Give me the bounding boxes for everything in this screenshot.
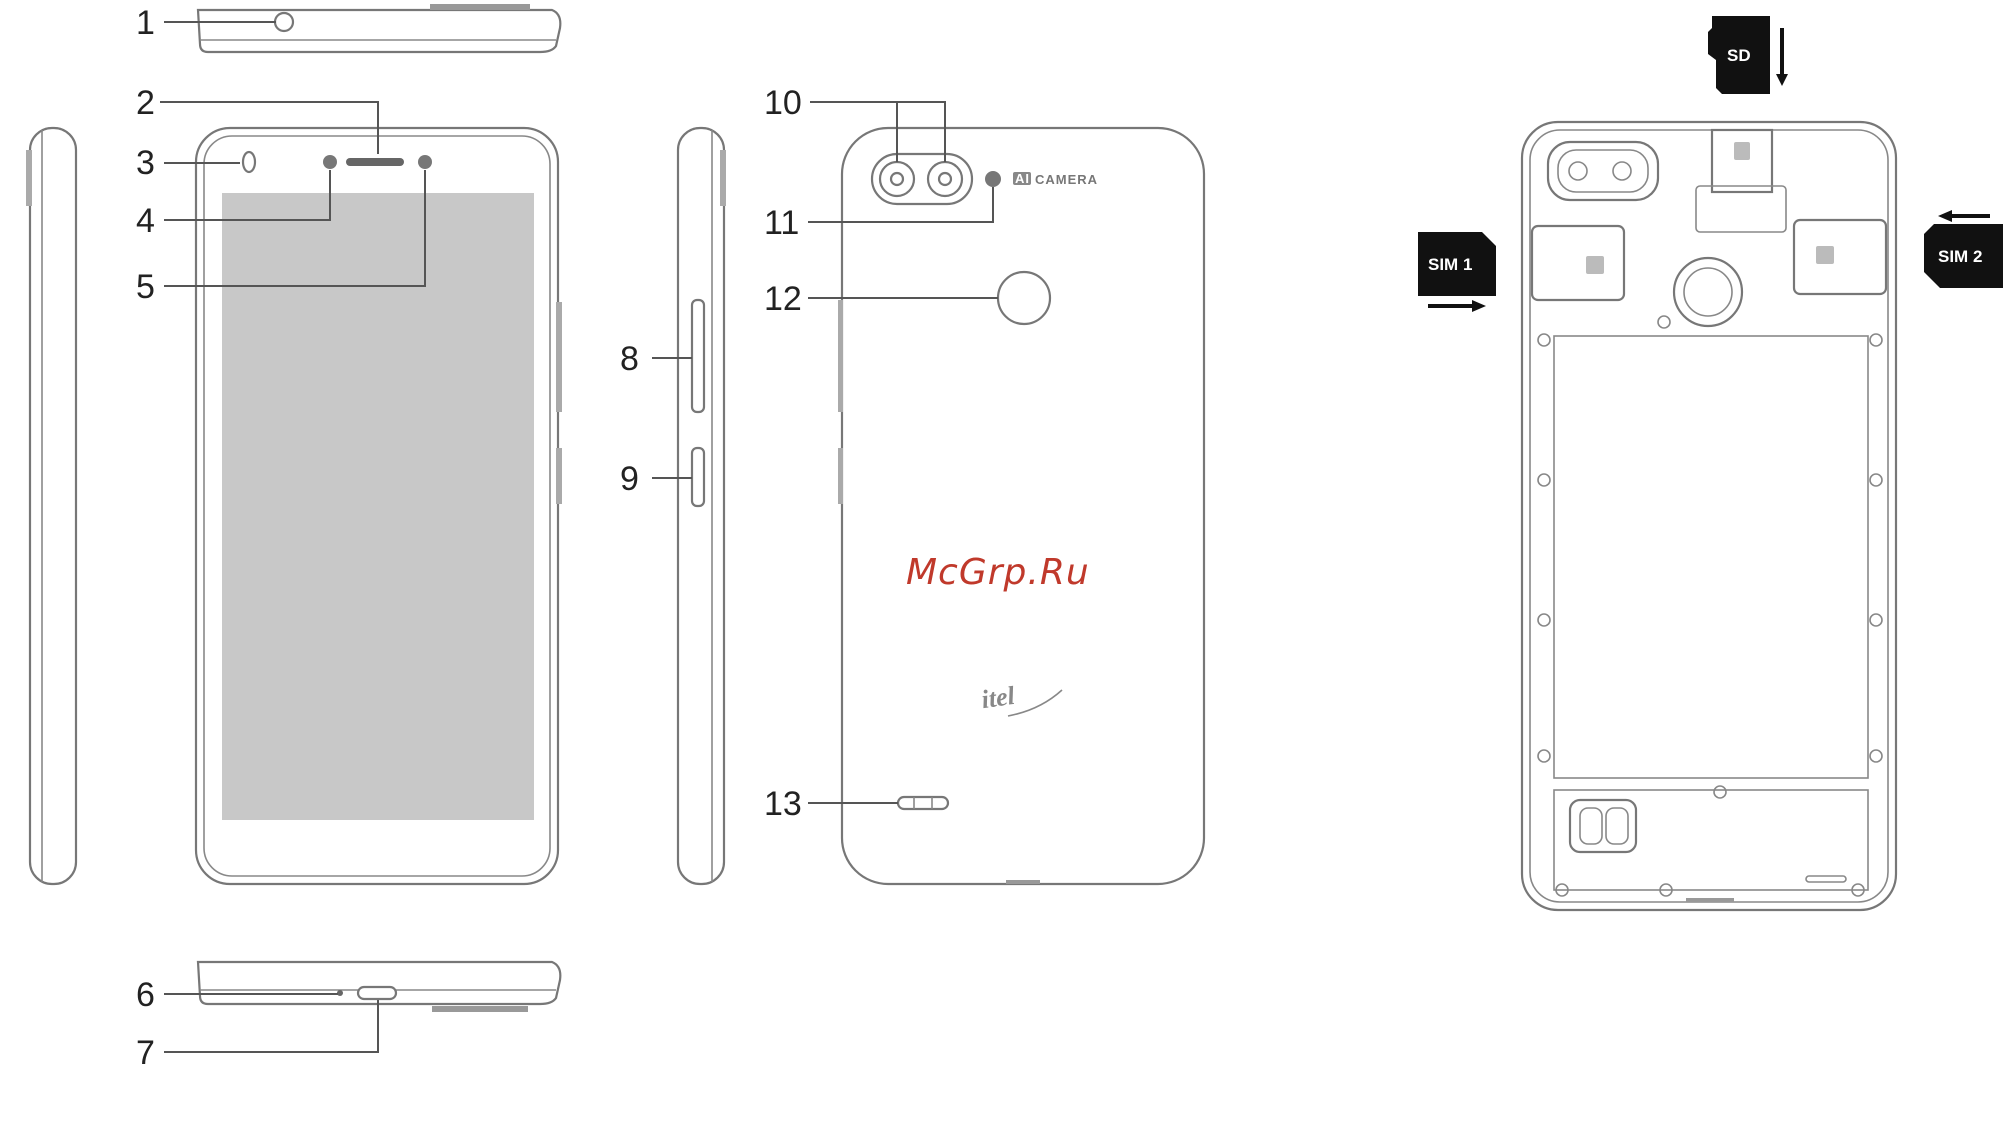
front-camera-icon xyxy=(418,155,432,169)
light-sensor-icon xyxy=(323,155,337,169)
sim1-arrow-icon xyxy=(1472,300,1486,312)
callout-13: 13 xyxy=(764,785,802,823)
callout-11: 11 xyxy=(764,204,799,242)
headphone-jack-icon xyxy=(275,13,293,31)
sd-card-label: SD xyxy=(1727,46,1751,65)
sd-card: SD xyxy=(1708,16,1788,94)
sd-slot xyxy=(1712,130,1772,192)
right-side-view xyxy=(678,128,726,884)
sim2-card: SIM 2 xyxy=(1924,210,2003,288)
top-edge-view xyxy=(198,4,560,52)
sim2-arrow-icon xyxy=(1938,210,1952,222)
callout-9: 9 xyxy=(620,460,639,498)
display-screen xyxy=(222,193,534,820)
internal-view xyxy=(1522,122,1896,910)
camera-label: CAMERA xyxy=(1035,172,1098,187)
callout-12: 12 xyxy=(764,280,802,318)
callout-5: 5 xyxy=(136,268,155,306)
brand-logo: itel xyxy=(980,681,1018,714)
usb-port-icon xyxy=(358,987,396,999)
front-view xyxy=(196,128,562,884)
fingerprint-sensor-icon xyxy=(998,272,1050,324)
speaker-icon xyxy=(898,797,948,809)
rear-flash-icon xyxy=(985,171,1001,187)
sim2-slot xyxy=(1794,220,1886,294)
callout-6: 6 xyxy=(136,976,155,1014)
left-side-view xyxy=(26,128,76,884)
back-view: AI CAMERA itel xyxy=(838,128,1204,884)
callout-10: 10 xyxy=(764,84,802,122)
sd-arrow-icon xyxy=(1776,74,1788,86)
watermark-text: McGrp.Ru xyxy=(906,552,1090,593)
power-key xyxy=(692,448,704,506)
power-edge xyxy=(556,448,562,504)
callout-3: 3 xyxy=(136,144,155,182)
bottom-edge-view xyxy=(198,962,560,1012)
earpiece-icon xyxy=(346,158,404,166)
sim1-slot xyxy=(1532,226,1624,300)
volume-key xyxy=(692,300,704,412)
sim1-card-label: SIM 1 xyxy=(1428,255,1472,274)
sim1-card: SIM 1 xyxy=(1418,232,1496,312)
callout-1: 1 xyxy=(136,4,155,42)
volume-edge xyxy=(556,302,562,412)
callout-8: 8 xyxy=(620,340,639,378)
callout-2: 2 xyxy=(136,84,155,122)
flash-front-icon xyxy=(243,152,255,172)
ai-badge-text: AI xyxy=(1015,171,1030,186)
sim2-card-label: SIM 2 xyxy=(1938,247,1982,266)
callout-7: 7 xyxy=(136,1034,155,1072)
callout-4: 4 xyxy=(136,202,155,240)
